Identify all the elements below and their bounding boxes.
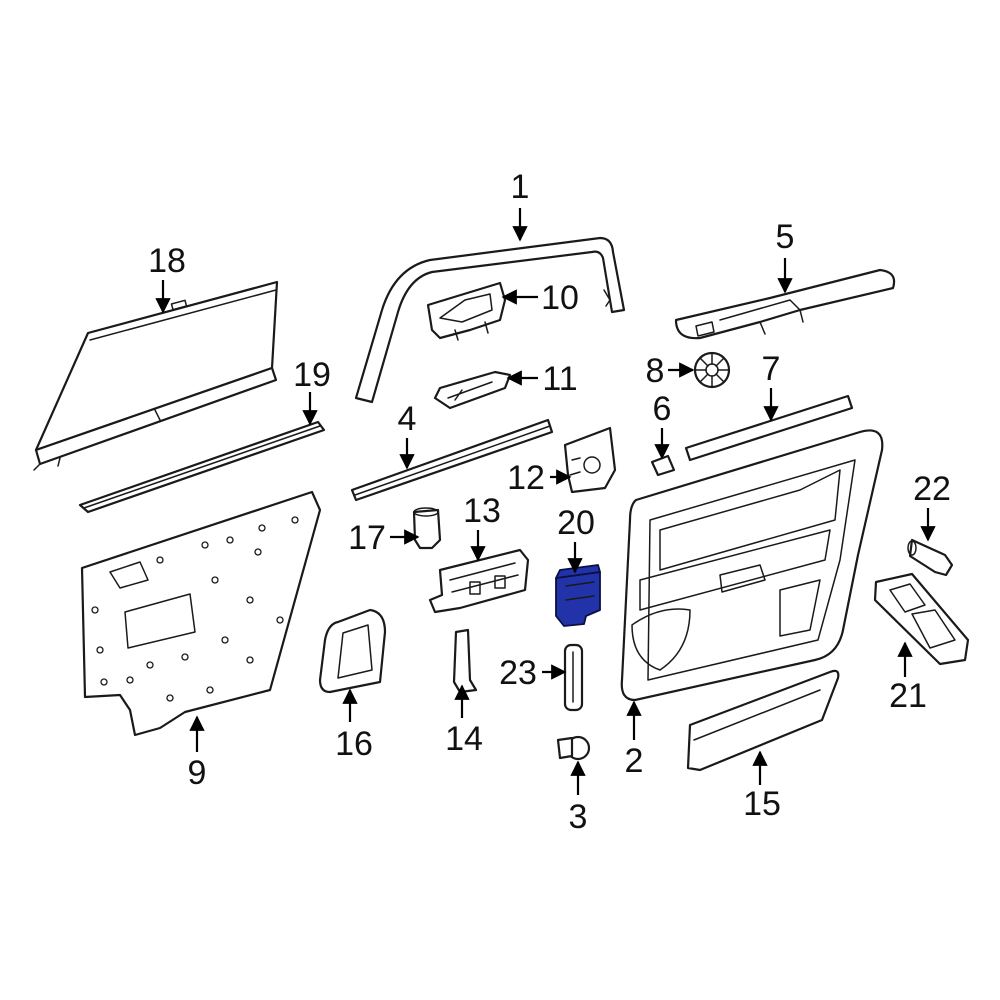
- callout-3: 3: [569, 798, 588, 836]
- callout-labels: 1 2 3 4 5 6 7 8 9 10 11 12 13 14 15 16 1…: [148, 168, 951, 836]
- callout-4: 4: [398, 400, 417, 438]
- callout-11: 11: [542, 360, 577, 398]
- part-20-window-switch[interactable]: [555, 564, 601, 627]
- callout-18: 18: [148, 242, 186, 280]
- part-13-mounting-bracket[interactable]: [428, 548, 530, 614]
- part-3-push-clip[interactable]: [556, 735, 591, 761]
- part-16-bezel[interactable]: [318, 608, 387, 694]
- callout-10: 10: [541, 279, 579, 317]
- part-4-belt-molding[interactable]: [350, 418, 554, 502]
- part-1-window-frame-molding[interactable]: [354, 236, 626, 404]
- callout-22: 22: [913, 470, 951, 508]
- part-22-bulb[interactable]: [907, 538, 954, 577]
- callout-8: 8: [646, 352, 665, 390]
- callout-15: 15: [743, 785, 781, 823]
- callout-14: 14: [445, 720, 483, 758]
- part-8-speaker-grille[interactable]: [693, 351, 731, 389]
- callout-6: 6: [653, 390, 672, 428]
- callout-16: 16: [335, 725, 373, 763]
- part-6-retainer-clip[interactable]: [650, 454, 676, 477]
- callout-7: 7: [762, 350, 781, 388]
- callout-leaders: [155, 208, 936, 795]
- callout-5: 5: [776, 218, 795, 256]
- part-2-door-trim-panel[interactable]: [620, 429, 884, 702]
- part-17-switch[interactable]: [412, 507, 442, 550]
- part-21-switch-assembly[interactable]: [873, 572, 970, 666]
- part-23-trim-insert[interactable]: [563, 643, 584, 712]
- callout-23: 23: [499, 654, 537, 692]
- callout-12: 12: [507, 459, 545, 497]
- part-19-belt-weatherstrip[interactable]: [78, 420, 326, 514]
- part-18-window-sunshade[interactable]: [33, 280, 279, 471]
- callout-21: 21: [889, 677, 927, 715]
- part-15-lower-trim[interactable]: [686, 669, 840, 772]
- part-12-switch-housing[interactable]: [563, 426, 617, 494]
- part-5-armrest[interactable]: [674, 268, 896, 340]
- callout-20: 20: [557, 504, 595, 542]
- callout-9: 9: [188, 754, 207, 792]
- callout-1: 1: [511, 168, 530, 206]
- part-14-small-bracket[interactable]: [452, 628, 478, 694]
- part-7-trim-strip[interactable]: [684, 394, 854, 462]
- part-11-handle-bezel[interactable]: [433, 370, 512, 410]
- callout-13: 13: [463, 492, 501, 530]
- part-9-water-deflector[interactable]: [80, 490, 322, 737]
- callout-19: 19: [293, 356, 331, 394]
- callout-2: 2: [625, 742, 644, 780]
- part-10-interior-door-handle[interactable]: [426, 281, 507, 341]
- panel-holes: [91, 516, 299, 702]
- callout-17: 17: [348, 519, 386, 557]
